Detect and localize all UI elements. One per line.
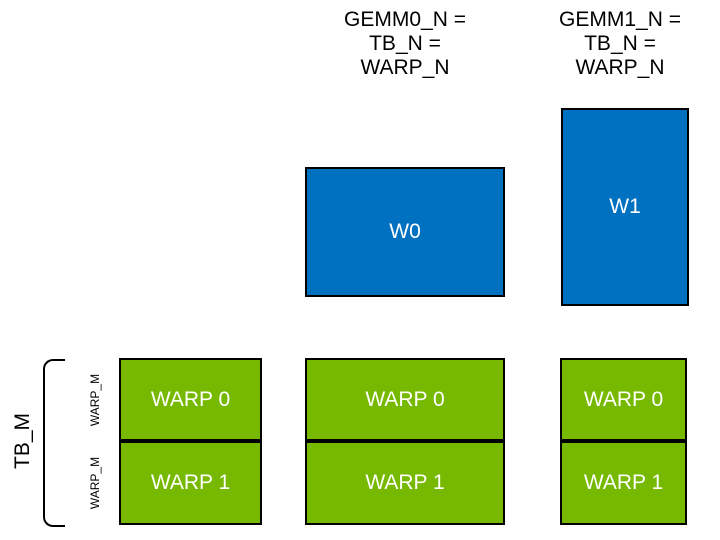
middle-warp0-cell: WARP 0	[305, 358, 505, 441]
gemm0-n-header-label: GEMM0_N = TB_N = WARP_N	[344, 8, 466, 79]
left-warp0-label: WARP 0	[150, 387, 231, 411]
warp-m-label-bottom: WARP_M	[88, 456, 102, 510]
w0-box: W0	[305, 167, 505, 297]
left-warp-column: WARP 0 WARP 1	[119, 358, 262, 525]
w1-box: W1	[561, 108, 689, 306]
w1-label: W1	[609, 195, 641, 218]
middle-warp1-cell: WARP 1	[305, 441, 505, 525]
left-warp1-label: WARP 1	[150, 471, 231, 494]
middle-warp1-label: WARP 1	[365, 471, 445, 494]
right-warp0-cell: WARP 0	[560, 358, 687, 441]
right-warp1-cell: WARP 1	[560, 441, 687, 525]
tb-m-label: TB_M	[11, 412, 34, 470]
gemm1-n-header-label: GEMM1_N = TB_N = WARP_N	[559, 8, 681, 79]
left-warp0-cell: WARP 0	[119, 358, 262, 441]
tb-m-bracket	[43, 359, 65, 527]
middle-warp0-label: WARP 0	[365, 387, 445, 411]
left-warp1-cell: WARP 1	[119, 441, 262, 525]
middle-warp-column: WARP 0 WARP 1	[305, 358, 505, 525]
w0-label: W0	[389, 220, 421, 243]
right-warp1-label: WARP 1	[583, 471, 664, 494]
warp-m-label-top: WARP_M	[88, 373, 102, 427]
right-warp0-label: WARP 0	[583, 387, 664, 411]
right-warp-column: WARP 0 WARP 1	[560, 358, 687, 525]
